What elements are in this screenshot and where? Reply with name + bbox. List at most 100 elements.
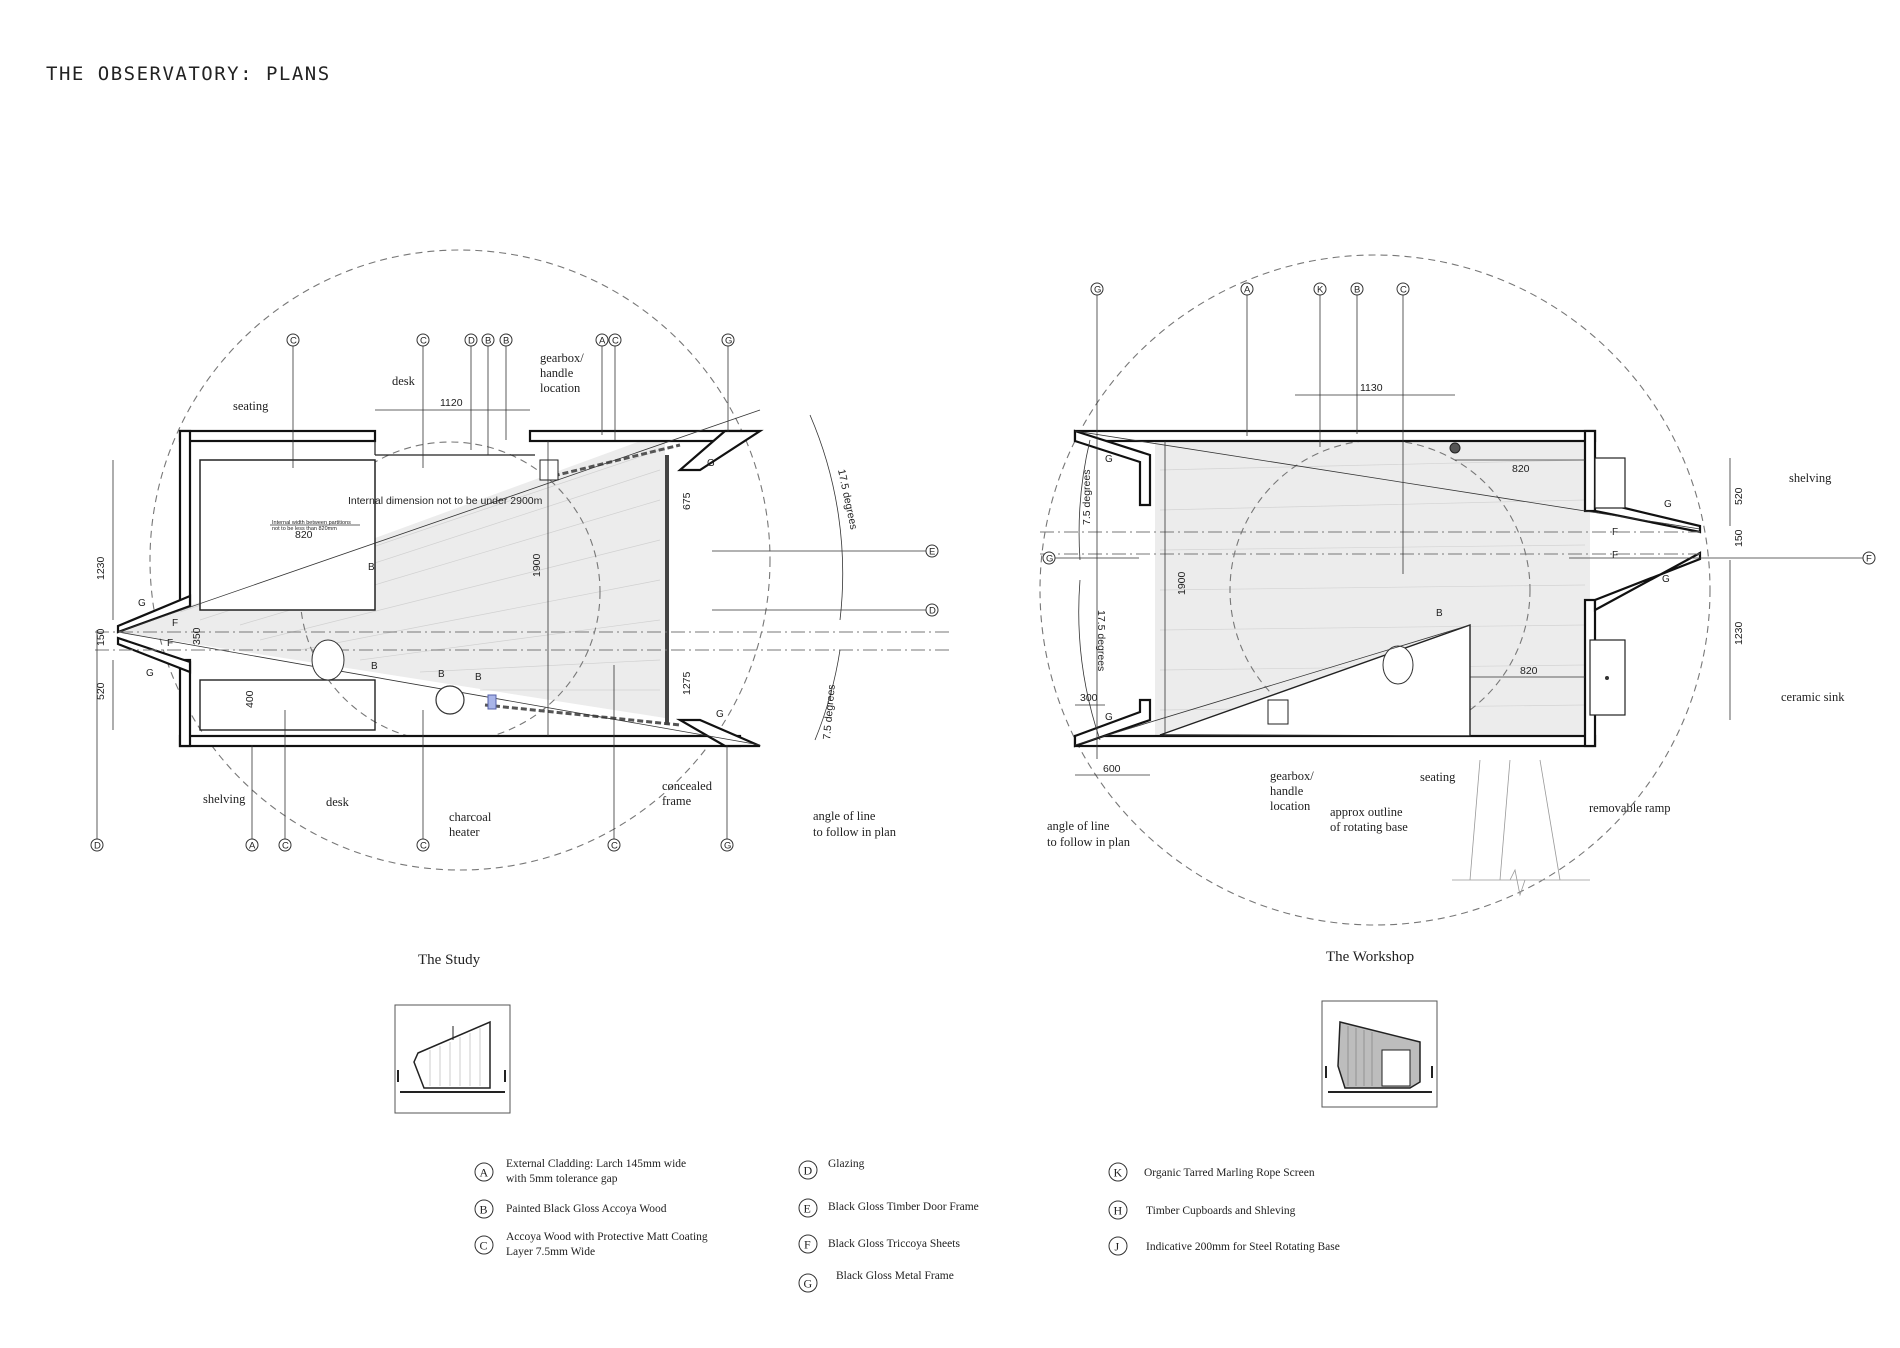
workshop-rotation-circle (1039, 254, 1711, 926)
legend-key-icon (798, 1198, 818, 1218)
workshop-caption: The Workshop (1326, 949, 1414, 965)
svg-text:C: C (290, 336, 297, 347)
svg-text:G: G (1664, 499, 1672, 510)
workshop-entry-lower (1073, 698, 1152, 748)
svg-text:Layer 7.5mm Wide: Layer 7.5mm Wide (506, 1246, 595, 1258)
svg-text:Indicative 200mm for Steel Rot: Indicative 200mm for Steel Rotating Base (1146, 1241, 1340, 1253)
label-frame-2: frame (662, 794, 692, 808)
svg-text:C: C (611, 841, 618, 852)
bubble-A (595, 333, 609, 347)
materials-legend: A External Cladding: Larch 145mm wide wi… (474, 1158, 1340, 1293)
svg-text:B: B (475, 672, 482, 683)
svg-text:F: F (167, 638, 173, 649)
study-inner-tags: G F F G B B B B G G (138, 458, 724, 720)
svg-text:G: G (1046, 554, 1053, 565)
label-seating: seating (233, 399, 269, 413)
svg-text:C: C (480, 1239, 488, 1253)
workshop-wall-right-upper (1583, 429, 1597, 513)
study-floor-area (118, 432, 665, 718)
gearbox-icon (1267, 699, 1289, 725)
workshop-wall-bottom (1073, 734, 1597, 748)
workshop-wall-top (1073, 429, 1597, 443)
dim-angle-17-5: 17.5 degrees (1095, 610, 1107, 671)
svg-text:B: B (480, 1203, 488, 1217)
bubble-B (499, 333, 513, 347)
bubble-G (721, 333, 735, 347)
post-marker-icon (1449, 442, 1461, 454)
svg-text:B: B (371, 661, 378, 672)
dim-520: 520 (95, 682, 107, 700)
bubble-C (278, 838, 292, 852)
dim-1120: 1120 (440, 397, 463, 409)
svg-text:K: K (1317, 285, 1324, 296)
dim-1275: 1275 (681, 671, 693, 695)
svg-text:Black Gloss Metal Frame: Black Gloss Metal Frame (836, 1270, 954, 1282)
dim-1900: 1900 (531, 553, 543, 577)
workshop-inner-tags: G G F F G G B (1105, 454, 1672, 723)
svg-text:G: G (725, 336, 732, 347)
chair-icon (311, 639, 345, 681)
svg-text:C: C (1400, 285, 1407, 296)
legend-item: G Black Gloss Metal Frame (798, 1270, 954, 1293)
svg-text:G: G (138, 598, 146, 609)
svg-text:J: J (1115, 1240, 1120, 1254)
dim-350: 350 (191, 627, 203, 645)
study-caption: The Study (418, 952, 481, 968)
legend-item: J Indicative 200mm for Steel Rotating Ba… (1108, 1236, 1340, 1256)
svg-text:F: F (804, 1238, 811, 1252)
svg-text:F: F (1612, 527, 1618, 538)
dim-675: 675 (681, 492, 693, 510)
dim-1900: 1900 (1176, 571, 1188, 595)
study-glazing-top (544, 443, 681, 480)
bubble-F (1862, 551, 1876, 565)
svg-text:A: A (480, 1166, 489, 1180)
legend-key-icon (798, 1273, 818, 1293)
study-entry-lower (675, 718, 761, 748)
dim-300: 300 (1080, 692, 1098, 704)
svg-text:K: K (1114, 1166, 1123, 1180)
svg-text:Accoya Wood with Protective Ma: Accoya Wood with Protective Matt Coating (506, 1231, 708, 1243)
dim-820: 820 (295, 529, 313, 541)
study-rotation-circle (149, 249, 771, 871)
note-partition-2: not to be less than 820mm (272, 526, 337, 532)
legend-key-icon (1108, 1162, 1128, 1182)
bubble-C (1396, 282, 1410, 296)
legend-item: K Organic Tarred Marling Rope Screen (1108, 1162, 1315, 1182)
svg-text:Painted Black Gloss Accoya Woo: Painted Black Gloss Accoya Wood (506, 1203, 667, 1215)
dim-150: 150 (1733, 529, 1745, 547)
study-glazing-bottom (484, 703, 681, 727)
bubble-K (1313, 282, 1327, 296)
workshop-dimensions: 1130 820 820 520 150 1230 1900 300 600 7… (1075, 382, 1745, 776)
label-gearbox-3: location (1270, 799, 1311, 813)
gearbox-icon (539, 459, 559, 481)
svg-text:B: B (1354, 285, 1360, 296)
svg-text:G: G (1094, 285, 1101, 296)
study-door-hinge (487, 694, 497, 710)
bubble-C (416, 333, 430, 347)
svg-text:B: B (438, 669, 445, 680)
label-ramp: removable ramp (1589, 801, 1671, 815)
svg-text:Black Gloss Timber Door Frame: Black Gloss Timber Door Frame (828, 1201, 979, 1213)
svg-text:D: D (804, 1164, 813, 1178)
study-seating-box (199, 459, 376, 611)
label-angle-1: angle of line (813, 809, 876, 823)
workshop-bubbles: G A K B C G F (1042, 282, 1876, 759)
svg-text:D: D (929, 606, 936, 617)
label-shelving: shelving (1789, 471, 1832, 485)
label-angle-2: to follow in plan (813, 825, 897, 839)
legend-key-icon (1108, 1236, 1128, 1256)
dim-angle-7-5: 7.5 degrees (821, 684, 838, 740)
bubble-C (416, 838, 430, 852)
svg-text:B: B (368, 562, 375, 573)
svg-text:F: F (172, 618, 178, 629)
dim-1230: 1230 (95, 556, 107, 580)
svg-text:B: B (485, 336, 491, 347)
bubble-A (245, 838, 259, 852)
bubble-G (1090, 282, 1104, 296)
legend-item: B Painted Black Gloss Accoya Wood (474, 1199, 667, 1219)
svg-text:External Cladding: Larch 145mm: External Cladding: Larch 145mm wide (506, 1158, 686, 1170)
svg-text:C: C (282, 841, 289, 852)
svg-text:G: G (716, 709, 724, 720)
workshop-elevation-thumbnail (1321, 1000, 1438, 1108)
study-wall-bottom (178, 734, 742, 748)
